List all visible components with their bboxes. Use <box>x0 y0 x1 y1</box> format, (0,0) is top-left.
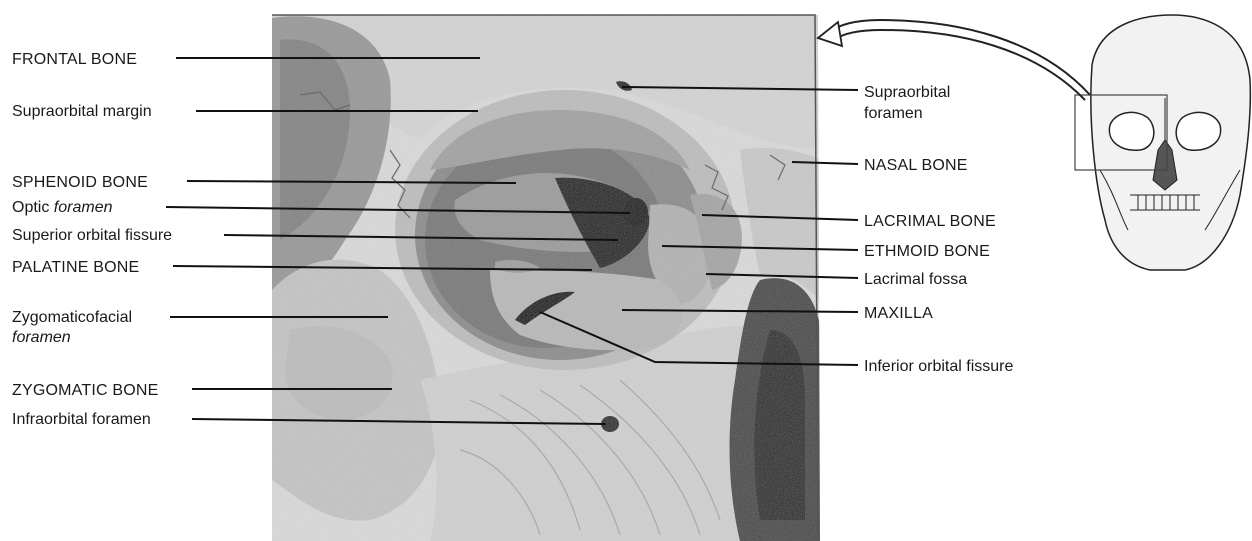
skull-right-orbit <box>1176 112 1220 150</box>
right-labels: Supraorbital foramen NASAL BONE LACRIMAL… <box>864 84 1013 375</box>
label-supraorbital-foramen-line2: foramen <box>864 105 923 122</box>
label-nasal-bone: NASAL BONE <box>864 157 968 174</box>
label-maxilla: MAXILLA <box>864 305 933 322</box>
label-zygomaticofacial-line1: Zygomaticofacial <box>12 309 132 326</box>
reference-arrow <box>818 20 1090 100</box>
skull-thumbnail <box>1075 15 1250 270</box>
label-sphenoid-bone: SPHENOID BONE <box>12 174 148 191</box>
label-optic-foramen: Optic foramen <box>12 199 113 216</box>
skull-left-orbit <box>1109 112 1153 150</box>
label-lacrimal-bone: LACRIMAL BONE <box>864 213 996 230</box>
label-lacrimal-fossa: Lacrimal fossa <box>864 271 967 288</box>
label-superior-orbital-fissure: Superior orbital fissure <box>12 227 172 244</box>
arrow-head <box>818 22 842 46</box>
label-zygomatic-bone: ZYGOMATIC BONE <box>12 382 159 399</box>
label-supraorbital-margin: Supraorbital margin <box>12 103 152 120</box>
label-supraorbital-foramen-line1: Supraorbital <box>864 84 950 101</box>
label-inferior-orbital-fissure: Inferior orbital fissure <box>864 358 1013 375</box>
left-labels: FRONTAL BONE Supraorbital margin SPHENOI… <box>12 51 172 428</box>
label-infraorbital-foramen: Infraorbital foramen <box>12 411 151 428</box>
label-ethmoid-bone: ETHMOID BONE <box>864 243 990 260</box>
label-frontal-bone: FRONTAL BONE <box>12 51 137 68</box>
label-zygomaticofacial-line2: foramen <box>12 329 71 346</box>
label-palatine-bone: PALATINE BONE <box>12 259 139 276</box>
